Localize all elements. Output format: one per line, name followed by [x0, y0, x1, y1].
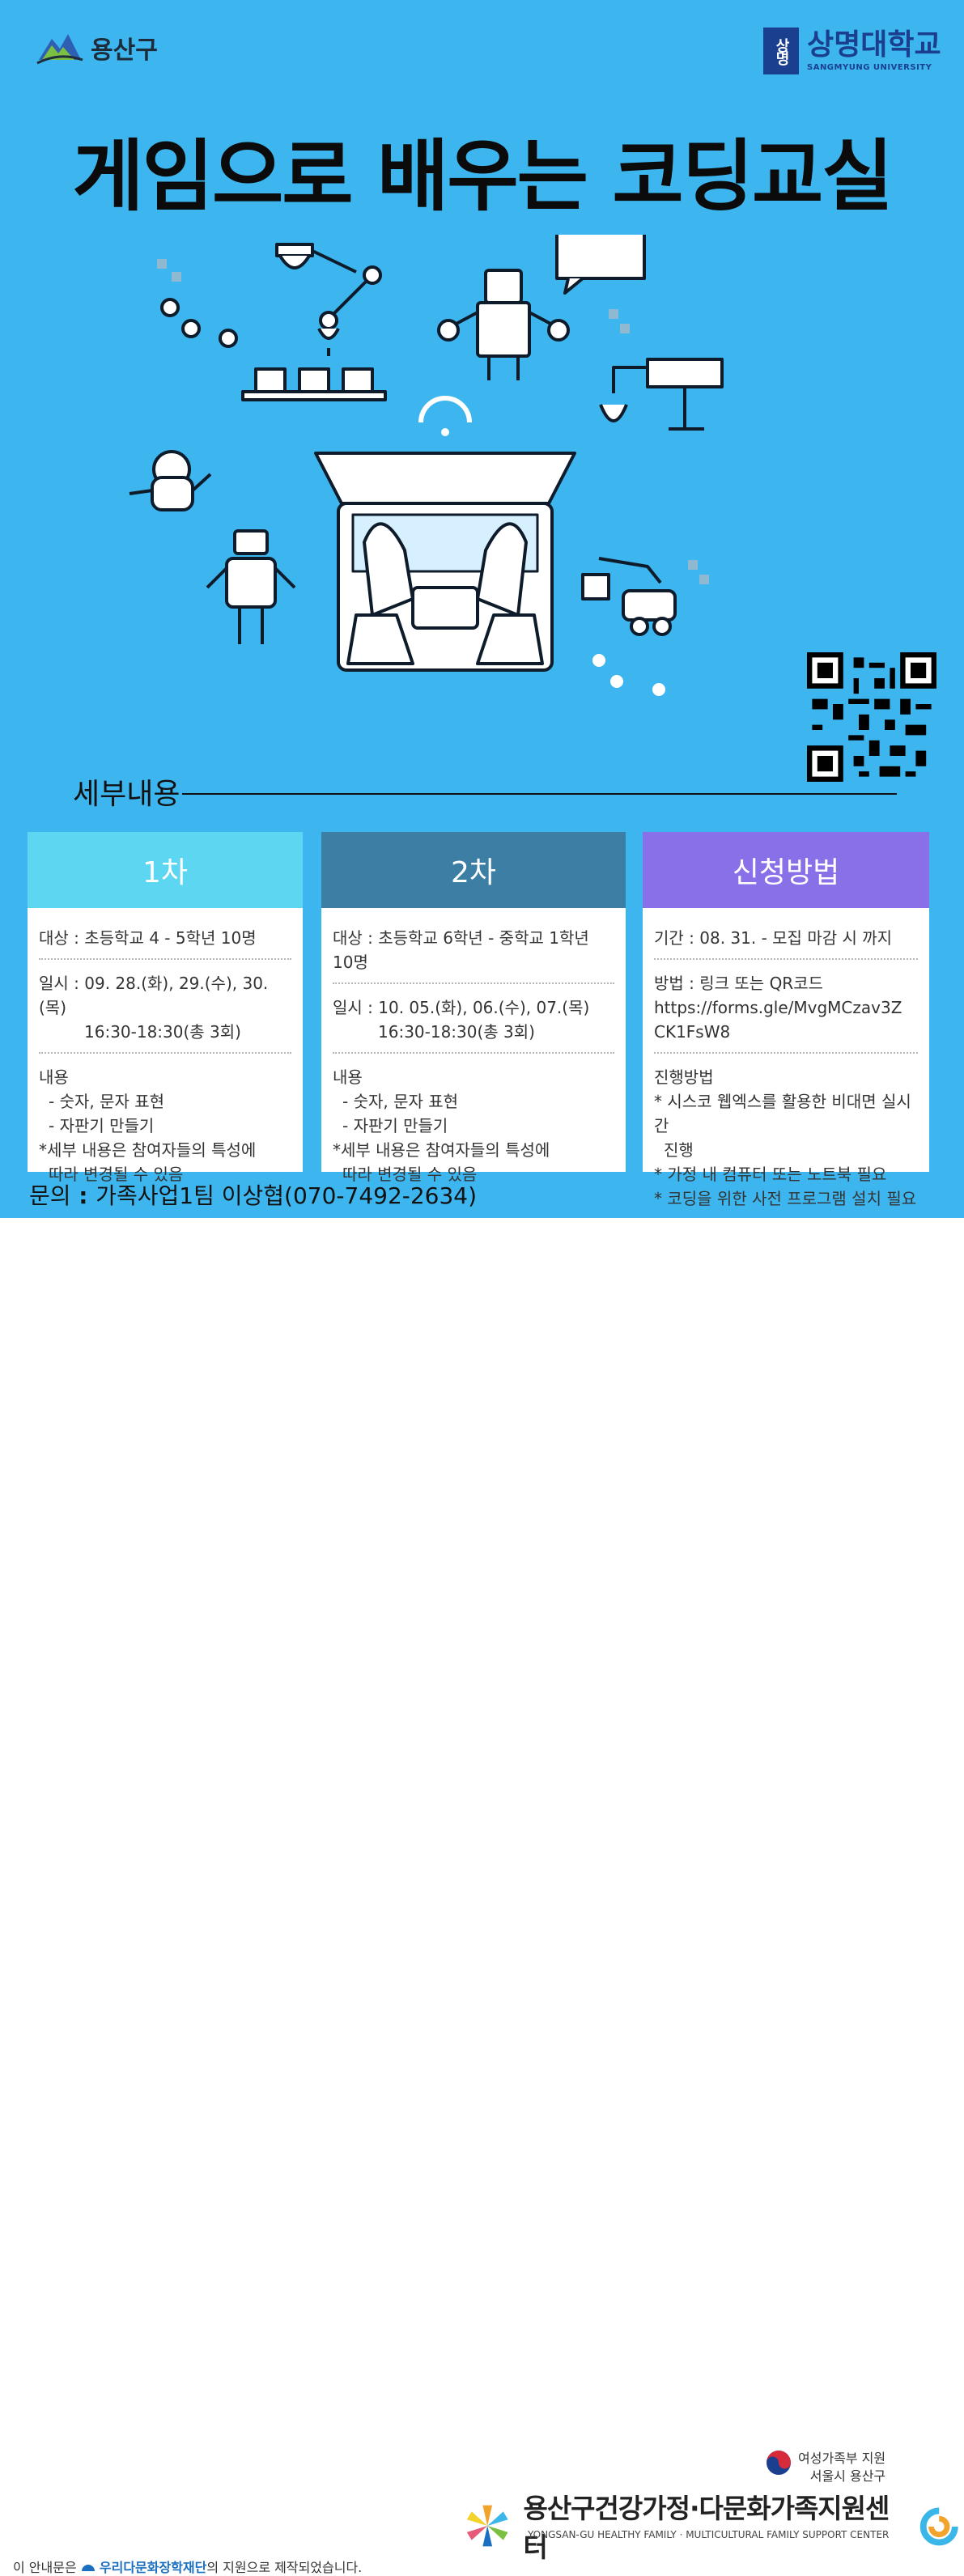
foundation-logo-icon	[81, 2562, 96, 2572]
gov-support: 여성가족부 지원 서울시 용산구	[766, 2450, 885, 2485]
center-english-name: YONGSAN-GU HEALTHY FAMILY · MULTICULTURA…	[528, 2529, 889, 2540]
apply-progress-item: * 시스코 웹엑스를 활용한 비대면 실시간	[654, 1089, 918, 1138]
sangmyung-name: 상명대학교	[807, 31, 941, 60]
session-1-note-line1: *세부 내용은 참여자들의 특성에	[39, 1138, 291, 1162]
apply-period: 기간 : 08. 31. - 모집 마감 시 까지	[654, 923, 918, 960]
gov-line2: 서울시 용산구	[798, 2468, 885, 2485]
center-name: 용산구건강가정·다문화가족지원센터	[523, 2487, 903, 2565]
session-1-card: 1차 대상 : 초등학교 4 - 5학년 10명 일시 : 09. 28.(화)…	[28, 832, 303, 1172]
session-1-content-label: 내용	[39, 1065, 291, 1089]
session-2-note-line1: *세부 내용은 참여자들의 특성에	[333, 1138, 614, 1162]
sangmyung-sub: SANGMYUNG UNIVERSITY	[807, 63, 941, 72]
support-prefix: 이 안내문은	[13, 2560, 77, 2575]
apply-progress: 진행방법 * 시스코 웹엑스를 활용한 비대면 실시간 진행 * 가정 내 컴퓨…	[654, 1062, 918, 1219]
sangmyung-logo: 상명 상명대학교 SANGMYUNG UNIVERSITY	[763, 28, 941, 74]
taegeuk-icon	[766, 2450, 792, 2476]
contact-label: 문의	[29, 1182, 71, 1209]
center-flower-icon	[461, 2502, 513, 2550]
gov-line1: 여성가족부 지원	[798, 2450, 885, 2468]
session-2-content-item: - 자판기 만들기	[333, 1114, 614, 1138]
session-2-date: 일시 : 10. 05.(화), 06.(수), 07.(목) 16:30-18…	[333, 992, 614, 1054]
coding-robots-illustration	[121, 235, 850, 753]
session-2-content: 내용 - 숫자, 문자 표현 - 자판기 만들기 *세부 내용은 참여자들의 특…	[333, 1062, 614, 1195]
yongsan-logo: 용산구	[36, 28, 158, 68]
apply-method: 방법 : 링크 또는 QR코드 https://forms.gle/MvgMCz…	[654, 968, 918, 1054]
contact-text: 가족사업1팀 이상협(070-7492-2634)	[96, 1182, 477, 1209]
contact-info: 문의 : 가족사업1팀 이상협(070-7492-2634)	[29, 1178, 477, 1211]
apply-url-line2[interactable]: CK1FsW8	[654, 1020, 918, 1044]
apply-url-line1[interactable]: https://forms.gle/MvgMCzav3Z	[654, 995, 918, 1020]
session-1-target: 대상 : 초등학교 4 - 5학년 10명	[39, 923, 291, 960]
support-suffix: 의 지원으로 제작되었습니다.	[206, 2560, 362, 2575]
center-logo: 용산구건강가정·다문화가족지원센터	[461, 2487, 964, 2565]
session-1-header: 1차	[28, 832, 303, 908]
apply-progress-item: * 코딩을 위한 사전 프로그램 설치 필요	[654, 1186, 918, 1211]
session-2-date-line1: 일시 : 10. 05.(화), 06.(수), 07.(목)	[333, 995, 614, 1020]
support-notice: 이 안내문은 우리다문화장학재단의 지원으로 제작되었습니다.	[13, 2557, 362, 2576]
support-org: 우리다문화장학재단	[100, 2560, 206, 2575]
session-1-content-item: - 숫자, 문자 표현	[39, 1089, 291, 1114]
session-2-card: 2차 대상 : 초등학교 6학년 - 중학교 1학년 10명 일시 : 10. …	[321, 832, 626, 1172]
sangmyung-seal-icon: 상명	[763, 28, 799, 74]
apply-progress-item: * 가정 내 컴퓨터 또는 노트북 필요	[654, 1162, 918, 1186]
section-title: 세부내용	[73, 770, 180, 813]
section-divider	[182, 793, 897, 795]
apply-progress-item: 진행	[654, 1138, 918, 1162]
session-1-content: 내용 - 숫자, 문자 표현 - 자판기 만들기 *세부 내용은 참여자들의 특…	[39, 1062, 291, 1195]
apply-progress-label: 진행방법	[654, 1065, 918, 1089]
apply-header: 신청방법	[643, 832, 929, 908]
session-1-date: 일시 : 09. 28.(화), 29.(수), 30.(목) 16:30-18…	[39, 968, 291, 1054]
footer: 여성가족부 지원 서울시 용산구 용산구건강가정·다문화가족지원센터 YONGS…	[0, 1218, 964, 1363]
center-swirl-icon	[914, 2506, 964, 2546]
session-2-content-label: 내용	[333, 1065, 614, 1089]
yongsan-emblem-icon	[36, 28, 84, 68]
apply-method-label: 방법 : 링크 또는 QR코드	[654, 971, 918, 995]
session-1-date-line2: 16:30-18:30(총 3회)	[39, 1020, 291, 1044]
session-2-target: 대상 : 초등학교 6학년 - 중학교 1학년 10명	[333, 923, 614, 984]
apply-card: 신청방법 기간 : 08. 31. - 모집 마감 시 까지 방법 : 링크 또…	[643, 832, 929, 1172]
yongsan-logo-text: 용산구	[91, 30, 158, 66]
session-2-content-item: - 숫자, 문자 표현	[333, 1089, 614, 1114]
qr-code[interactable]	[807, 652, 936, 782]
session-1-date-line1: 일시 : 09. 28.(화), 29.(수), 30.(목)	[39, 971, 291, 1020]
page-title: 게임으로 배우는 코딩교실	[0, 113, 964, 226]
poster-background: 용산구 상명 상명대학교 SANGMYUNG UNIVERSITY 게임으로 배…	[0, 0, 964, 1218]
session-2-header: 2차	[321, 832, 626, 908]
session-1-content-item: - 자판기 만들기	[39, 1114, 291, 1138]
session-2-date-line2: 16:30-18:30(총 3회)	[333, 1020, 614, 1044]
